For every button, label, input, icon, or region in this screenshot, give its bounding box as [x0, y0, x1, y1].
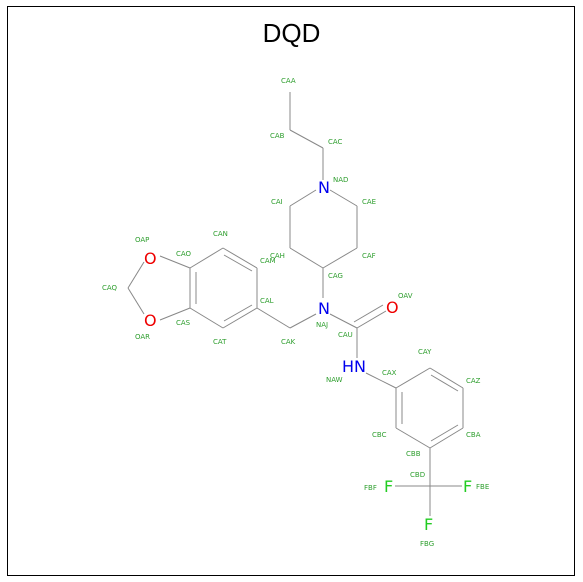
nitrogen-naw-atom: HN — [342, 357, 366, 376]
atom-label-cah: CAH — [270, 252, 285, 260]
atom-label-cak: CAK — [281, 338, 296, 346]
atom-label-cab: CAB — [270, 132, 285, 140]
atom-label-cam: CAM — [260, 257, 276, 265]
atom-label-cal: CAL — [260, 297, 274, 305]
atom-label-naj: NAJ — [316, 321, 328, 329]
atom-label-caf: CAF — [362, 252, 376, 260]
atom-label-caq: CAQ — [102, 284, 118, 292]
nitrogen-naj-atom: N — [318, 299, 330, 318]
atom-label-cai: CAI — [271, 198, 283, 206]
bond-lines — [127, 92, 464, 516]
atom-label-cau: CAU — [338, 331, 353, 339]
atom-label-oap: OAP — [135, 236, 149, 244]
atom-label-cbc: CBC — [372, 431, 387, 439]
atom-label-can: CAN — [213, 230, 228, 238]
atom-label-cag: CAG — [328, 272, 343, 280]
atom-label-naw: NAW — [326, 376, 343, 384]
oxygen-oar-atom: O — [144, 311, 157, 330]
atom-label-caa: CAA — [281, 77, 296, 85]
atom-label-oav: OAV — [398, 292, 413, 300]
atom-label-cbd: CBD — [410, 471, 425, 479]
atom-label-cat: CAT — [213, 338, 227, 346]
atom-label-cae: CAE — [362, 198, 376, 206]
atom-label-cac: CAC — [328, 138, 343, 146]
atom-label-fbf: FBF — [364, 484, 377, 492]
molecule-title: DQD — [262, 18, 321, 48]
fluorine-fbf-atom: F — [384, 477, 393, 496]
atom-label-cba: CBA — [466, 431, 481, 439]
oxygen-oap-atom: O — [144, 249, 157, 268]
atom-label-cao: CAO — [176, 250, 192, 258]
atom-label-cbb: CBB — [406, 450, 421, 458]
atom-label-fbe: FBE — [476, 483, 489, 491]
fluorine-fbe-atom: F — [463, 477, 472, 496]
molecule-frame — [7, 6, 575, 576]
nitrogen-nad-atom: N — [318, 178, 330, 197]
atom-label-fbg: FBG — [420, 540, 434, 548]
fluorine-fbg-atom: F — [424, 515, 433, 534]
atom-label-cas: CAS — [176, 319, 191, 327]
atom-label-caz: CAZ — [466, 377, 481, 385]
atom-name-labels: CAA CAB CAC NAD CAI CAE CAH CAF CAG CAN … — [102, 77, 489, 548]
atom-label-nad: NAD — [333, 176, 348, 184]
atom-label-oar: OAR — [135, 333, 150, 341]
atom-label-cay: CAY — [418, 348, 432, 356]
heteroatom-symbols: N N HN O O O F F F — [144, 178, 472, 534]
oxygen-oav-atom: O — [386, 298, 399, 317]
atom-label-cax: CAX — [382, 369, 397, 377]
